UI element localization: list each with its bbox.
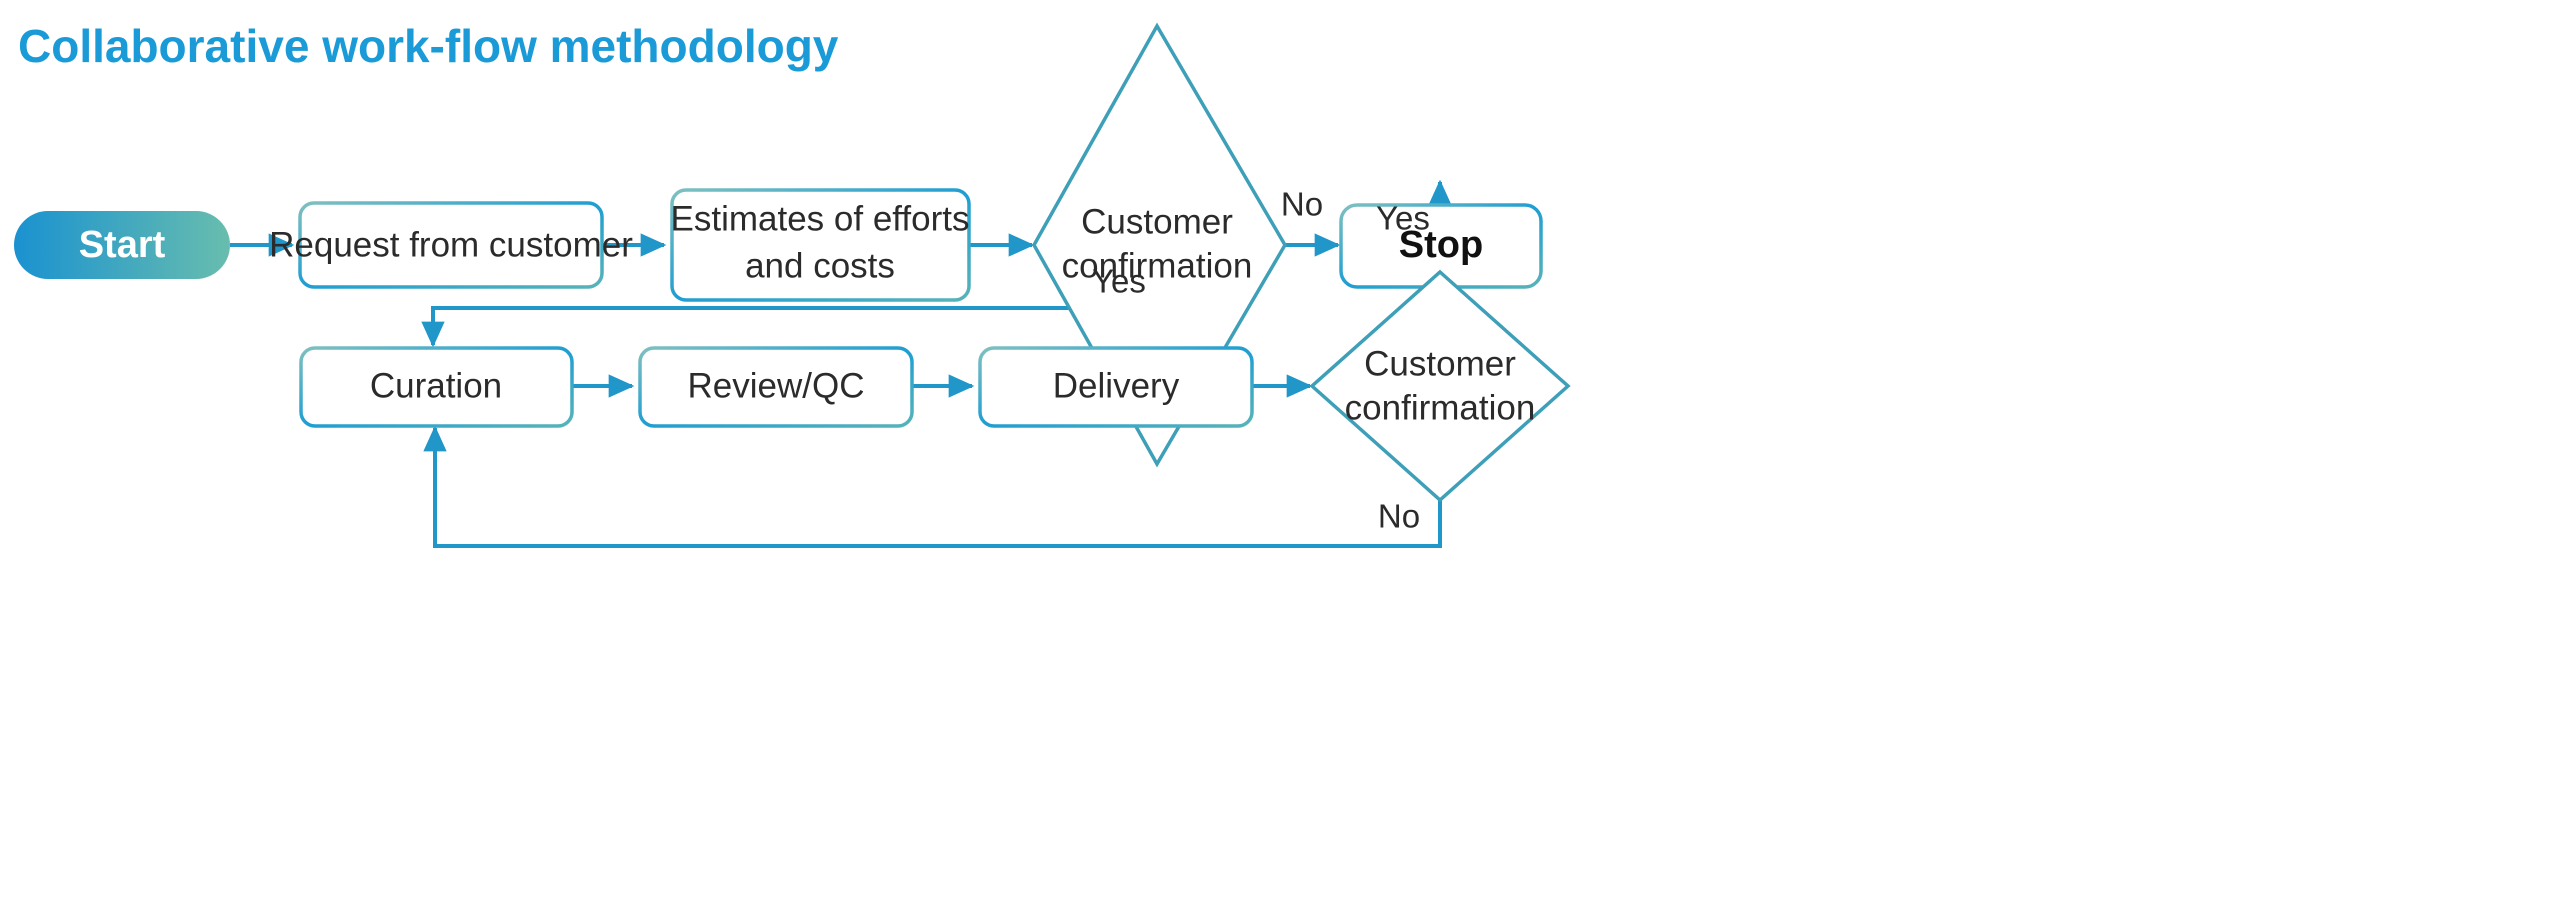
node-delivery-label: Delivery [1053,366,1180,405]
node-confirm2-label-line1: Customer [1364,344,1516,383]
node-confirm1-label-line2: confirmation [1062,246,1253,285]
edge-label-confirm2-no: No [1378,498,1420,535]
edge-label-confirm2-yes: Yes [1376,200,1430,237]
page-title: Collaborative work-flow methodology [18,20,839,72]
node-review-label: Review/QC [688,366,865,405]
node-request-label: Request from customer [269,225,633,264]
node-customer-confirmation-2[interactable] [1309,269,1571,503]
edge-confirm2-no-to-curation [423,425,1442,548]
node-start[interactable] [14,211,230,279]
node-delivery[interactable] [978,346,1254,428]
node-estimates-label-line1: Estimates of efforts [671,199,970,238]
node-start-label: Start [79,224,166,266]
node-curation-label: Curation [370,366,502,405]
edge-label-confirm1-no: No [1281,186,1323,223]
edge-label-confirm1-yes: Yes [1092,263,1146,300]
node-estimates-of-efforts-and-costs[interactable] [670,188,971,302]
node-curation[interactable] [299,346,574,428]
node-review-qc[interactable] [638,346,914,428]
node-confirm1-label-line1: Customer [1081,202,1233,241]
node-request-from-customer[interactable] [298,201,604,289]
node-confirm2-label-line2: confirmation [1345,388,1536,427]
node-stop-label: Stop [1399,224,1483,266]
node-estimates-label-line2: and costs [745,246,895,285]
